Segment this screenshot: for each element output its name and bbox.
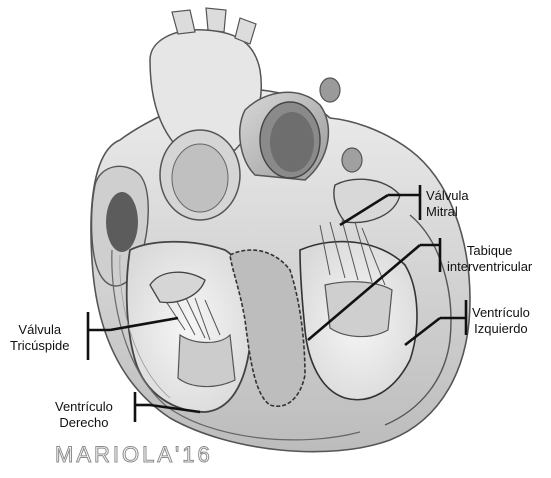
papillary-muscle-right	[178, 335, 235, 387]
label-right-ventricle-line2: Derecho	[55, 415, 113, 431]
label-left-ventricle-line2: Izquierdo	[472, 321, 530, 337]
pulmonary-vein	[320, 78, 340, 102]
label-left-ventricle-line1: Ventrículo	[472, 305, 530, 321]
label-right-ventricle-line1: Ventrículo	[55, 399, 113, 415]
pulmonary-inner	[270, 112, 314, 172]
papillary-muscle-left	[325, 282, 392, 337]
label-mitral-line2: Mitral	[426, 204, 469, 220]
label-interventricular-septum: Tabique interventricular	[447, 243, 532, 275]
label-tricuspid-line2: Tricúspide	[10, 338, 69, 354]
artist-signature: MARIOLA'16	[55, 442, 213, 467]
vena-cava-opening	[106, 192, 138, 252]
label-mitral-valve: Válvula Mitral	[426, 188, 469, 220]
label-left-ventricle: Ventrículo Izquierdo	[472, 305, 530, 337]
label-right-ventricle: Ventrículo Derecho	[55, 399, 113, 431]
label-tricuspid-valve: Válvula Tricúspide	[10, 322, 69, 354]
vessel-1	[172, 10, 195, 34]
label-septum-line1: Tabique	[447, 243, 532, 259]
label-septum-line2: interventricular	[447, 259, 532, 275]
vessel-2	[206, 8, 226, 32]
label-mitral-line1: Válvula	[426, 188, 469, 204]
label-tricuspid-line1: Válvula	[10, 322, 69, 338]
